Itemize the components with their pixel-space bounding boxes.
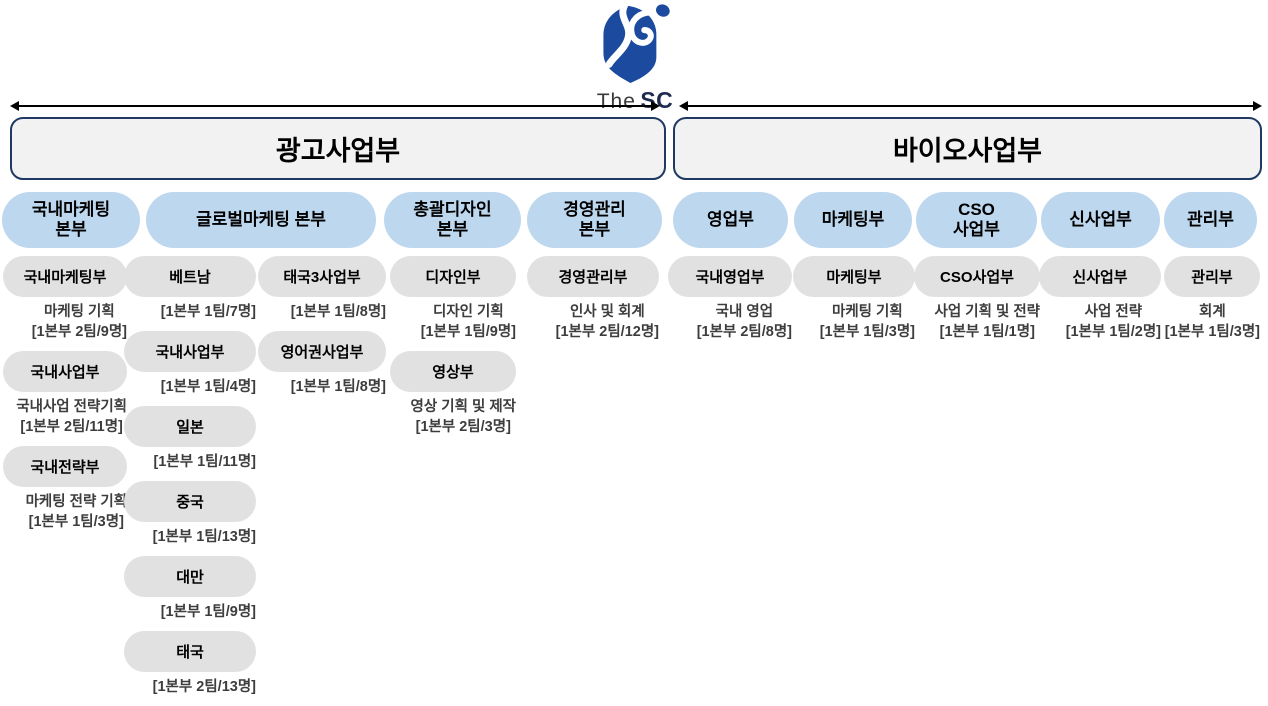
team-unit: 국내영업부 국내 영업 [1본부 2팀/8명] bbox=[668, 256, 792, 351]
team-caption: 마케팅 기획 [1본부 1팀/3명] bbox=[819, 304, 915, 340]
logo-mark-icon bbox=[603, 2, 670, 83]
team-caption: 회계 [1본부 1팀/3명] bbox=[1164, 304, 1260, 340]
logo-text-the: The bbox=[596, 90, 636, 113]
column-management: 경영관리부 인사 및 회계 [1본부 2팀/12명] bbox=[527, 256, 659, 351]
team-caption: 사업 기획 및 전략 [1본부 1팀/1명] bbox=[934, 304, 1040, 340]
team-unit: 영상부 영상 기획 및 제작 [1본부 2팀/3명] bbox=[390, 351, 516, 446]
team-caption: 국내사업 전략기획 [1본부 2팀/11명] bbox=[16, 399, 127, 435]
team-pill: 국내전략부 bbox=[3, 446, 127, 487]
hq-pill-domestic-marketing: 국내마케팅 본부 bbox=[2, 192, 140, 248]
team-caption: 마케팅 기획 [1본부 2팀/9명] bbox=[31, 304, 127, 340]
team-pill: 태국 bbox=[124, 631, 256, 672]
column-global-marketing-right: 태국3사업부 [1본부 1팀/8명] 영어권사업부 [1본부 1팀/8명] bbox=[258, 256, 386, 406]
team-caption: 마케팅 전략 기획 [1본부 1팀/3명] bbox=[25, 494, 127, 530]
team-unit: 베트남 [1본부 1팀/7명] bbox=[124, 256, 256, 331]
team-pill: 경영관리부 bbox=[527, 256, 659, 297]
team-pill: 관리부 bbox=[1164, 256, 1260, 297]
team-caption: 디자인 기획 [1본부 1팀/9명] bbox=[420, 304, 516, 340]
team-pill: 대만 bbox=[124, 556, 256, 597]
team-pill: 중국 bbox=[124, 481, 256, 522]
team-unit: 일본 [1본부 1팀/11명] bbox=[124, 406, 256, 481]
team-unit: 관리부 회계 [1본부 1팀/3명] bbox=[1164, 256, 1260, 351]
team-pill: 마케팅부 bbox=[793, 256, 915, 297]
team-caption: [1본부 1팀/7명] bbox=[160, 304, 256, 320]
team-pill: 영어권사업부 bbox=[258, 331, 386, 372]
team-unit: 대만 [1본부 1팀/9명] bbox=[124, 556, 256, 631]
hq-pill-sales: 영업부 bbox=[673, 192, 788, 248]
team-pill: 태국3사업부 bbox=[258, 256, 386, 297]
division-span-arrow-bio bbox=[679, 100, 1262, 112]
team-caption: [1본부 1팀/4명] bbox=[160, 379, 256, 395]
hq-pill-global-marketing: 글로벌마케팅 본부 bbox=[146, 192, 376, 248]
logo-text: The SC bbox=[584, 87, 686, 114]
team-unit: 영어권사업부 [1본부 1팀/8명] bbox=[258, 331, 386, 406]
team-caption: 사업 전략 [1본부 1팀/2명] bbox=[1065, 304, 1161, 340]
team-unit: 디자인부 디자인 기획 [1본부 1팀/9명] bbox=[390, 256, 516, 351]
team-pill: 영상부 bbox=[390, 351, 516, 392]
team-pill: 국내사업부 bbox=[124, 331, 256, 372]
hq-pill-new-business: 신사업부 bbox=[1041, 192, 1160, 248]
team-unit: 신사업부 사업 전략 [1본부 1팀/2명] bbox=[1039, 256, 1161, 351]
column-global-marketing-left: 베트남 [1본부 1팀/7명] 국내사업부 [1본부 1팀/4명] 일본 [1본… bbox=[124, 256, 256, 706]
team-unit: 경영관리부 인사 및 회계 [1본부 2팀/12명] bbox=[527, 256, 659, 351]
division-header-ad: 광고사업부 bbox=[10, 117, 666, 180]
team-unit: 마케팅부 마케팅 기획 [1본부 1팀/3명] bbox=[793, 256, 915, 351]
arrow-right-head-icon bbox=[651, 101, 660, 111]
team-pill: 신사업부 bbox=[1039, 256, 1161, 297]
team-unit: 국내전략부 마케팅 전략 기획 [1본부 1팀/3명] bbox=[3, 446, 127, 541]
column-design: 디자인부 디자인 기획 [1본부 1팀/9명] 영상부 영상 기획 및 제작 [… bbox=[390, 256, 516, 446]
division-span-arrow-ad bbox=[10, 100, 660, 112]
column-cso: CSO사업부 사업 기획 및 전략 [1본부 1팀/1명] bbox=[914, 256, 1040, 351]
division-header-bio: 바이오사업부 bbox=[673, 117, 1262, 180]
team-caption: 국내 영업 [1본부 2팀/8명] bbox=[696, 304, 792, 340]
team-caption: [1본부 1팀/8명] bbox=[290, 304, 386, 320]
team-pill: 일본 bbox=[124, 406, 256, 447]
team-unit: 국내마케팅부 마케팅 기획 [1본부 2팀/9명] bbox=[3, 256, 127, 351]
company-logo: The SC bbox=[584, 2, 686, 114]
column-admin: 관리부 회계 [1본부 1팀/3명] bbox=[1164, 256, 1260, 351]
arrow-right-head-icon bbox=[1253, 101, 1262, 111]
team-pill: 국내사업부 bbox=[3, 351, 127, 392]
hq-pill-admin: 관리부 bbox=[1164, 192, 1257, 248]
column-sales: 국내영업부 국내 영업 [1본부 2팀/8명] bbox=[668, 256, 792, 351]
column-bio-marketing: 마케팅부 마케팅 기획 [1본부 1팀/3명] bbox=[793, 256, 915, 351]
column-domestic-marketing: 국내마케팅부 마케팅 기획 [1본부 2팀/9명] 국내사업부 국내사업 전략기… bbox=[3, 256, 127, 541]
team-caption: [1본부 1팀/11명] bbox=[153, 454, 256, 470]
team-unit: 태국3사업부 [1본부 1팀/8명] bbox=[258, 256, 386, 331]
column-new-business: 신사업부 사업 전략 [1본부 1팀/2명] bbox=[1039, 256, 1161, 351]
team-unit: 국내사업부 [1본부 1팀/4명] bbox=[124, 331, 256, 406]
team-pill: 디자인부 bbox=[390, 256, 516, 297]
team-unit: CSO사업부 사업 기획 및 전략 [1본부 1팀/1명] bbox=[914, 256, 1040, 351]
team-pill: 국내마케팅부 bbox=[3, 256, 127, 297]
hq-pill-design: 총괄디자인 본부 bbox=[384, 192, 521, 248]
team-caption: [1본부 1팀/8명] bbox=[290, 379, 386, 395]
team-caption: [1본부 1팀/13명] bbox=[152, 529, 256, 545]
team-pill: 국내영업부 bbox=[668, 256, 792, 297]
team-caption: [1본부 1팀/9명] bbox=[160, 604, 256, 620]
team-caption: 영상 기획 및 제작 [1본부 2팀/3명] bbox=[410, 399, 516, 435]
team-unit: 중국 [1본부 1팀/13명] bbox=[124, 481, 256, 556]
team-unit: 국내사업부 국내사업 전략기획 [1본부 2팀/11명] bbox=[3, 351, 127, 446]
team-caption: [1본부 2팀/13명] bbox=[152, 679, 256, 695]
team-pill: 베트남 bbox=[124, 256, 256, 297]
hq-pill-bio-marketing: 마케팅부 bbox=[794, 192, 912, 248]
team-caption: 인사 및 회계 [1본부 2팀/12명] bbox=[555, 304, 659, 340]
hq-pill-management: 경영관리 본부 bbox=[527, 192, 662, 248]
hq-pill-cso: CSO 사업부 bbox=[916, 192, 1037, 248]
team-pill: CSO사업부 bbox=[914, 256, 1040, 297]
team-unit: 태국 [1본부 2팀/13명] bbox=[124, 631, 256, 706]
